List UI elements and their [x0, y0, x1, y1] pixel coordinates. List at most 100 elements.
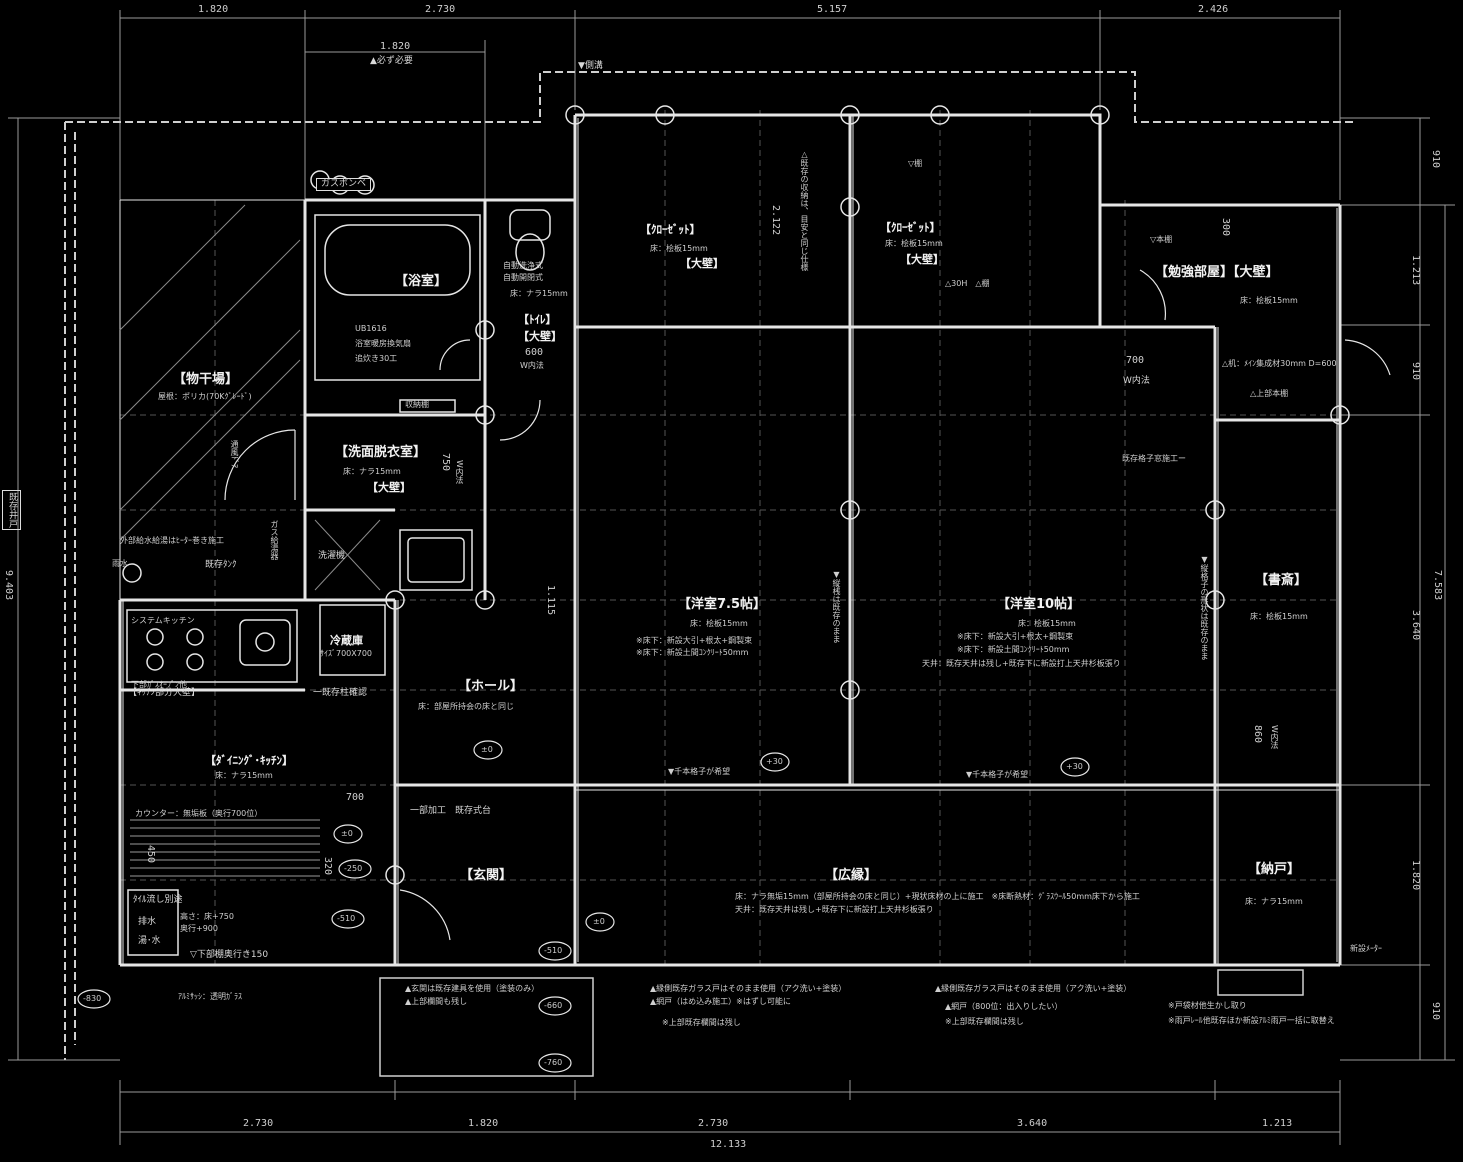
genkan-note-2: ▲上部欄間も残し	[405, 997, 468, 1006]
top-dim-1: 1.820	[198, 4, 229, 15]
hall-label: 【ホール】	[458, 679, 524, 694]
kitchen-under: 下部ｶﾞｽｵｰﾌﾞﾝ他	[131, 680, 187, 689]
v-note-1: △既存の収納は、目安と同じ仕様	[800, 150, 809, 271]
existing-pillar: 一既存柱確認	[313, 688, 368, 698]
right-dim-6: 910	[1430, 1002, 1441, 1021]
shelf-note-2: ▽本棚	[1150, 235, 1173, 244]
dim-300: 300	[1220, 218, 1231, 237]
study-floor: 床：桧板15mm	[1240, 296, 1298, 305]
gas-heater: ガス給湯器	[270, 520, 279, 560]
kouji-note-2: ▼千本格子が希望	[966, 770, 1029, 779]
kitchen-wall: 【ｷｯﾁﾝ部分大壁】	[128, 688, 201, 698]
bottom-dim-1: 2.730	[243, 1118, 274, 1129]
western75-label: 【洋室7.5帖】	[678, 597, 767, 612]
engawa-note-6: ※上部既存欄間は残し	[945, 1017, 1024, 1026]
engawa-note-4: ▲縁側既存ガラス戸はそのまま使用（アク洗い+塗装）	[935, 984, 1132, 993]
walls	[118, 113, 1342, 967]
partial-work: 一部加工 既存式台	[410, 806, 492, 816]
tobukuro-1: ※戸袋材他生かし取り	[1168, 1001, 1247, 1010]
engawa-note-2: ▲網戸（はめ込み施工）※はずし可能に	[650, 997, 791, 1006]
level-3: ±0	[341, 829, 353, 838]
genkan-note-1: ▲玄関は既存建具を使用（塗装のみ）	[405, 984, 540, 993]
right-dim-2: 1.213	[1410, 255, 1421, 286]
western75-note2: ※床下：新設土間ｺﾝｸﾘｰﾄ50mm	[636, 648, 749, 657]
inner-label-3: W内法	[520, 361, 544, 370]
storage: 収納棚	[405, 400, 429, 409]
dining-label: 【ﾀﾞｲﾆﾝｸﾞ･ｷｯﾁﾝ】	[205, 754, 293, 767]
inner-label-2: W内法	[1123, 376, 1150, 386]
bath-spec-2: 浴室暖房換気扇	[355, 339, 411, 348]
hall-floor: 床：部屋所持会の床と同じ	[418, 702, 514, 711]
desk-note: △机：ﾒｲﾝ集成材30mm D=600	[1222, 359, 1337, 368]
v-note-3: ▼縦格子の形状は既存のまま	[1200, 555, 1209, 660]
right-dim-3: 910	[1410, 362, 1421, 381]
closet1-label: 【ｸﾛｰｾﾞｯﾄ】	[640, 223, 701, 236]
fixtures	[126, 209, 551, 956]
fridge-size: ｻｲｽﾞ700X700	[320, 649, 373, 658]
inner-label-mid: W内法	[455, 460, 464, 484]
new-meter: 新設ﾒｰﾀｰ	[1350, 944, 1382, 953]
gas-cylinder: ガスボンベ	[316, 178, 372, 191]
closet2-wall: 【大壁】	[900, 253, 944, 266]
kouji-note: ▼千本格子が希望	[668, 767, 731, 776]
bottom-total: 12.133	[710, 1139, 747, 1150]
dim-450: 450	[145, 845, 156, 864]
counter-spec-2: 奥行+900	[180, 924, 218, 933]
western10-note3: 天井：既存天井は残し+既存下に新設打上天井杉板張り	[922, 659, 1121, 668]
rain-water: 雨水	[112, 559, 128, 568]
western10-note1: ※床下：新設大引+根太+鋼製束	[957, 632, 1074, 641]
toilet-spec: 自動洗浄式	[503, 261, 543, 270]
engawa-note-5: ▲網戸（800位：出入りしたい）	[945, 1002, 1063, 1011]
tile-sink: ﾀｲﾙ流し別途	[133, 895, 183, 905]
toilet-extra: 自動開閉式	[503, 273, 543, 282]
left-total: 9.403	[3, 570, 14, 601]
engawa-label: 【広縁】	[825, 868, 878, 883]
counter-hatch	[130, 819, 320, 877]
genkan-label: 【玄関】	[460, 868, 513, 883]
level-10: -830	[83, 994, 102, 1003]
bottom-dim-2: 1.820	[468, 1118, 499, 1129]
upper-shelf: △上部本棚	[1250, 389, 1289, 398]
level-8: -660	[544, 1001, 563, 1010]
dim-2122: 2.122	[770, 205, 781, 236]
entrance-porch	[379, 969, 1304, 1077]
hot-water: 湯･水	[138, 936, 161, 946]
dim-700b: 700	[1126, 355, 1145, 366]
top-dim-2: 2.730	[425, 4, 456, 15]
drain: 排水	[138, 917, 157, 927]
right-dim-4: 3.640	[1410, 610, 1421, 641]
western10-label: 【洋室10帖】	[997, 597, 1081, 612]
shelf-note: ▽棚	[908, 159, 923, 168]
washing-machine: 洗濯機	[318, 551, 346, 561]
level-markers	[77, 740, 1090, 1073]
tobukuro-2: ※雨戸ﾚｰﾙ他既存ほか新設ｱﾙﾐ雨戸一括に取替え	[1168, 1016, 1335, 1025]
shosai-label: 【書斎】	[1255, 573, 1308, 588]
dim-750: 750	[440, 453, 451, 472]
north-note: ▼側溝	[578, 61, 603, 71]
inner-label: W内法	[1270, 725, 1279, 749]
top-sub-dim: 1.820	[380, 41, 411, 52]
top-dim-3: 5.157	[817, 4, 848, 15]
dim-1115: 1.115	[545, 585, 556, 616]
nando-label: 【納戸】	[1248, 862, 1301, 877]
bottom-dim-4: 3.640	[1017, 1118, 1048, 1129]
dim-320: 320	[322, 857, 333, 876]
hatch	[119, 204, 381, 591]
bath-spec-1: UB1616	[355, 324, 387, 333]
right-dim-1: 910	[1430, 150, 1441, 169]
drying-roof: 屋根：ポリカ(70Kｸﾞﾚｰﾄﾞ)	[158, 392, 252, 401]
v-note-2: ▼縦桟は既存のまま	[832, 570, 841, 643]
western10-note2: ※床下：新設土間ｺﾝｸﾘｰﾄ50mm	[957, 645, 1070, 654]
dim-600: 600	[525, 347, 544, 358]
study-label: 【勉強部屋】【大壁】	[1155, 265, 1279, 280]
washroom-floor: 床：ナラ15mm	[343, 467, 401, 476]
toilet-floor: 床：ナラ15mm	[510, 289, 568, 298]
toilet-wall: 【大壁】	[518, 330, 562, 343]
level-4: -250	[344, 864, 363, 873]
right-total: 7.583	[1432, 570, 1443, 601]
top-note: ▲必ず必要	[370, 56, 413, 66]
right-dim-5: 1.820	[1410, 860, 1421, 891]
bath-spec-3: 追炊き30工	[355, 354, 398, 363]
drying-label: 【物干場】	[173, 372, 239, 387]
